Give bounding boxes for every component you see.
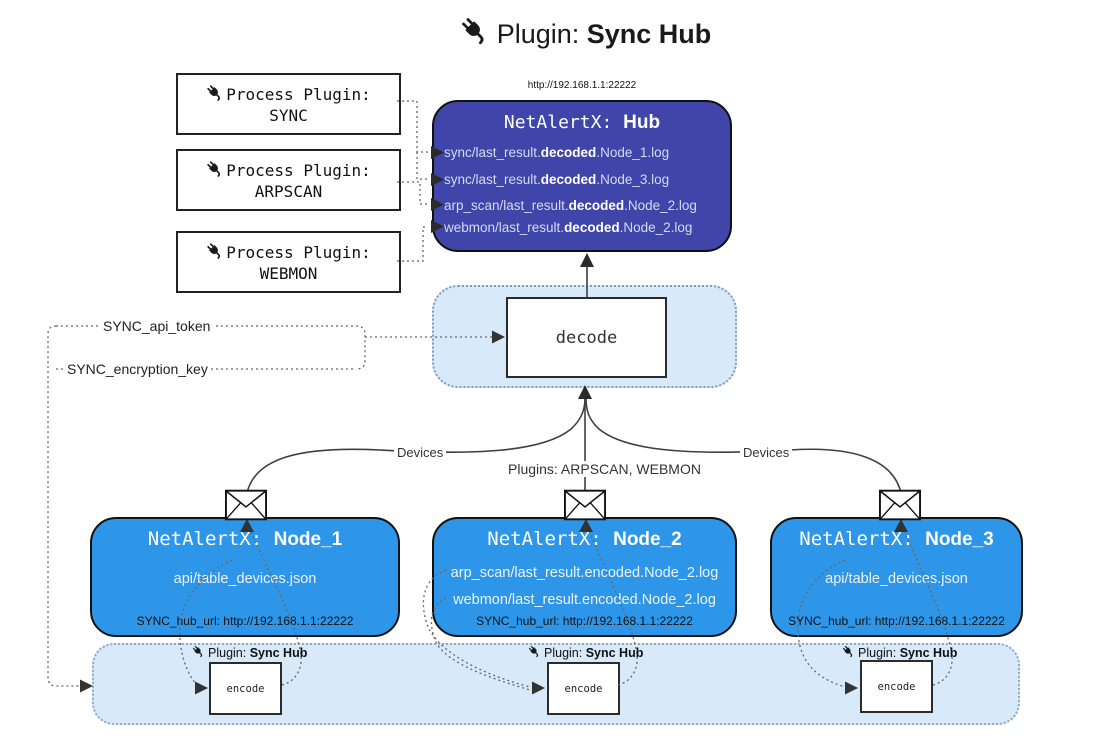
sync-encryption-key-label: SYNC_encryption_key — [64, 361, 211, 377]
process-plugin-box-sync: Process Plugin: SYNC — [176, 73, 401, 135]
title-name: Sync Hub — [586, 19, 712, 49]
plugins-edge-label: Plugins: ARPSCAN, WEBMON — [505, 461, 704, 477]
encode-box: encode — [209, 662, 282, 715]
plug-icon — [842, 645, 855, 661]
sync-plugin-label: Plugin: Sync Hub — [528, 645, 643, 661]
hub-box: NetAlertX: Hub sync/last_result.decoded.… — [432, 100, 732, 252]
plug-icon — [528, 645, 541, 661]
process-plugin-box-arpscan: Process Plugin: ARPSCAN — [176, 149, 401, 211]
devices-edge-label-left: Devices — [394, 445, 447, 460]
plug-icon — [206, 160, 224, 182]
process-plugin-label: Process Plugin: — [226, 243, 371, 262]
decode-box: decode — [506, 297, 667, 378]
process-plugin-name: ARPSCAN — [254, 181, 323, 201]
plug-icon — [192, 645, 205, 661]
keys-bracket — [355, 325, 366, 370]
keys-to-strip-rail — [47, 325, 82, 687]
process-plugin-name: WEBMON — [259, 263, 318, 283]
sync-api-token-label: SYNC_api_token — [100, 318, 214, 334]
process-plugin-box-webmon: Process Plugin: WEBMON — [176, 231, 401, 293]
node-title: NetAlertX: Node_2 — [487, 528, 682, 550]
node-file: arp_scan/last_result.encoded.Node_2.log — [450, 565, 719, 581]
sync-plugin-link-2 — [416, 152, 428, 180]
plug-icon — [206, 84, 224, 106]
process-plugin-label: Process Plugin: — [226, 161, 371, 180]
page-title: Plugin: Sync Hub — [54, 16, 1117, 53]
node-hub-url: SYNC_hub_url: http://192.168.1.1:22222 — [476, 614, 693, 628]
title-prefix: Plugin: — [496, 19, 587, 49]
node-file: webmon/last_result.encoded.Node_2.log — [453, 592, 716, 608]
envelope-icon — [564, 489, 606, 521]
hub-log-entry: sync/last_result.decoded.Node_3.log — [444, 172, 670, 187]
sync-plugin-label: Plugin: Sync Hub — [192, 645, 307, 661]
node-title: NetAlertX: Node_3 — [799, 528, 994, 550]
hub-url-label: http://192.168.1.1:22222 — [527, 80, 637, 91]
process-plugin-label: Process Plugin: — [226, 85, 371, 104]
hub-title: NetAlertX: Hub — [503, 112, 661, 133]
devices-edge-label-right: Devices — [740, 445, 793, 460]
node-box-node3: NetAlertX: Node_3 api/table_devices.json… — [770, 517, 1023, 637]
sync-plugin-link — [397, 100, 428, 153]
node-hub-url: SYNC_hub_url: http://192.168.1.1:22222 — [136, 614, 354, 628]
envelope-icon — [879, 489, 921, 521]
node-hub-url: SYNC_hub_url: http://192.168.1.1:22222 — [788, 614, 1005, 628]
node-title: NetAlertX: Node_1 — [147, 528, 343, 550]
node-box-node1: NetAlertX: Node_1 api/table_devices.json… — [90, 517, 400, 637]
envelope-icon — [225, 489, 267, 521]
node-file: api/table_devices.json — [173, 571, 317, 587]
process-plugin-name: SYNC — [269, 105, 308, 125]
node-file: api/table_devices.json — [825, 571, 968, 587]
sync-plugin-label: Plugin: Sync Hub — [842, 645, 957, 661]
arpscan-plugin-link — [397, 181, 428, 205]
node-box-node2: NetAlertX: Node_2 arp_scan/last_result.e… — [432, 517, 737, 637]
hub-log-entry: webmon/last_result.decoded.Node_2.log — [444, 220, 693, 235]
encode-box: encode — [547, 662, 620, 715]
arrow-into-hub — [580, 253, 594, 267]
encode-box: encode — [860, 660, 933, 713]
hub-log-entry: arp_scan/last_result.decoded.Node_2.log — [444, 198, 697, 213]
plug-icon — [206, 242, 224, 264]
webmon-plugin-link — [397, 226, 428, 262]
plug-icon — [460, 16, 490, 53]
hub-log-entry: sync/last_result.decoded.Node_1.log — [444, 145, 670, 160]
